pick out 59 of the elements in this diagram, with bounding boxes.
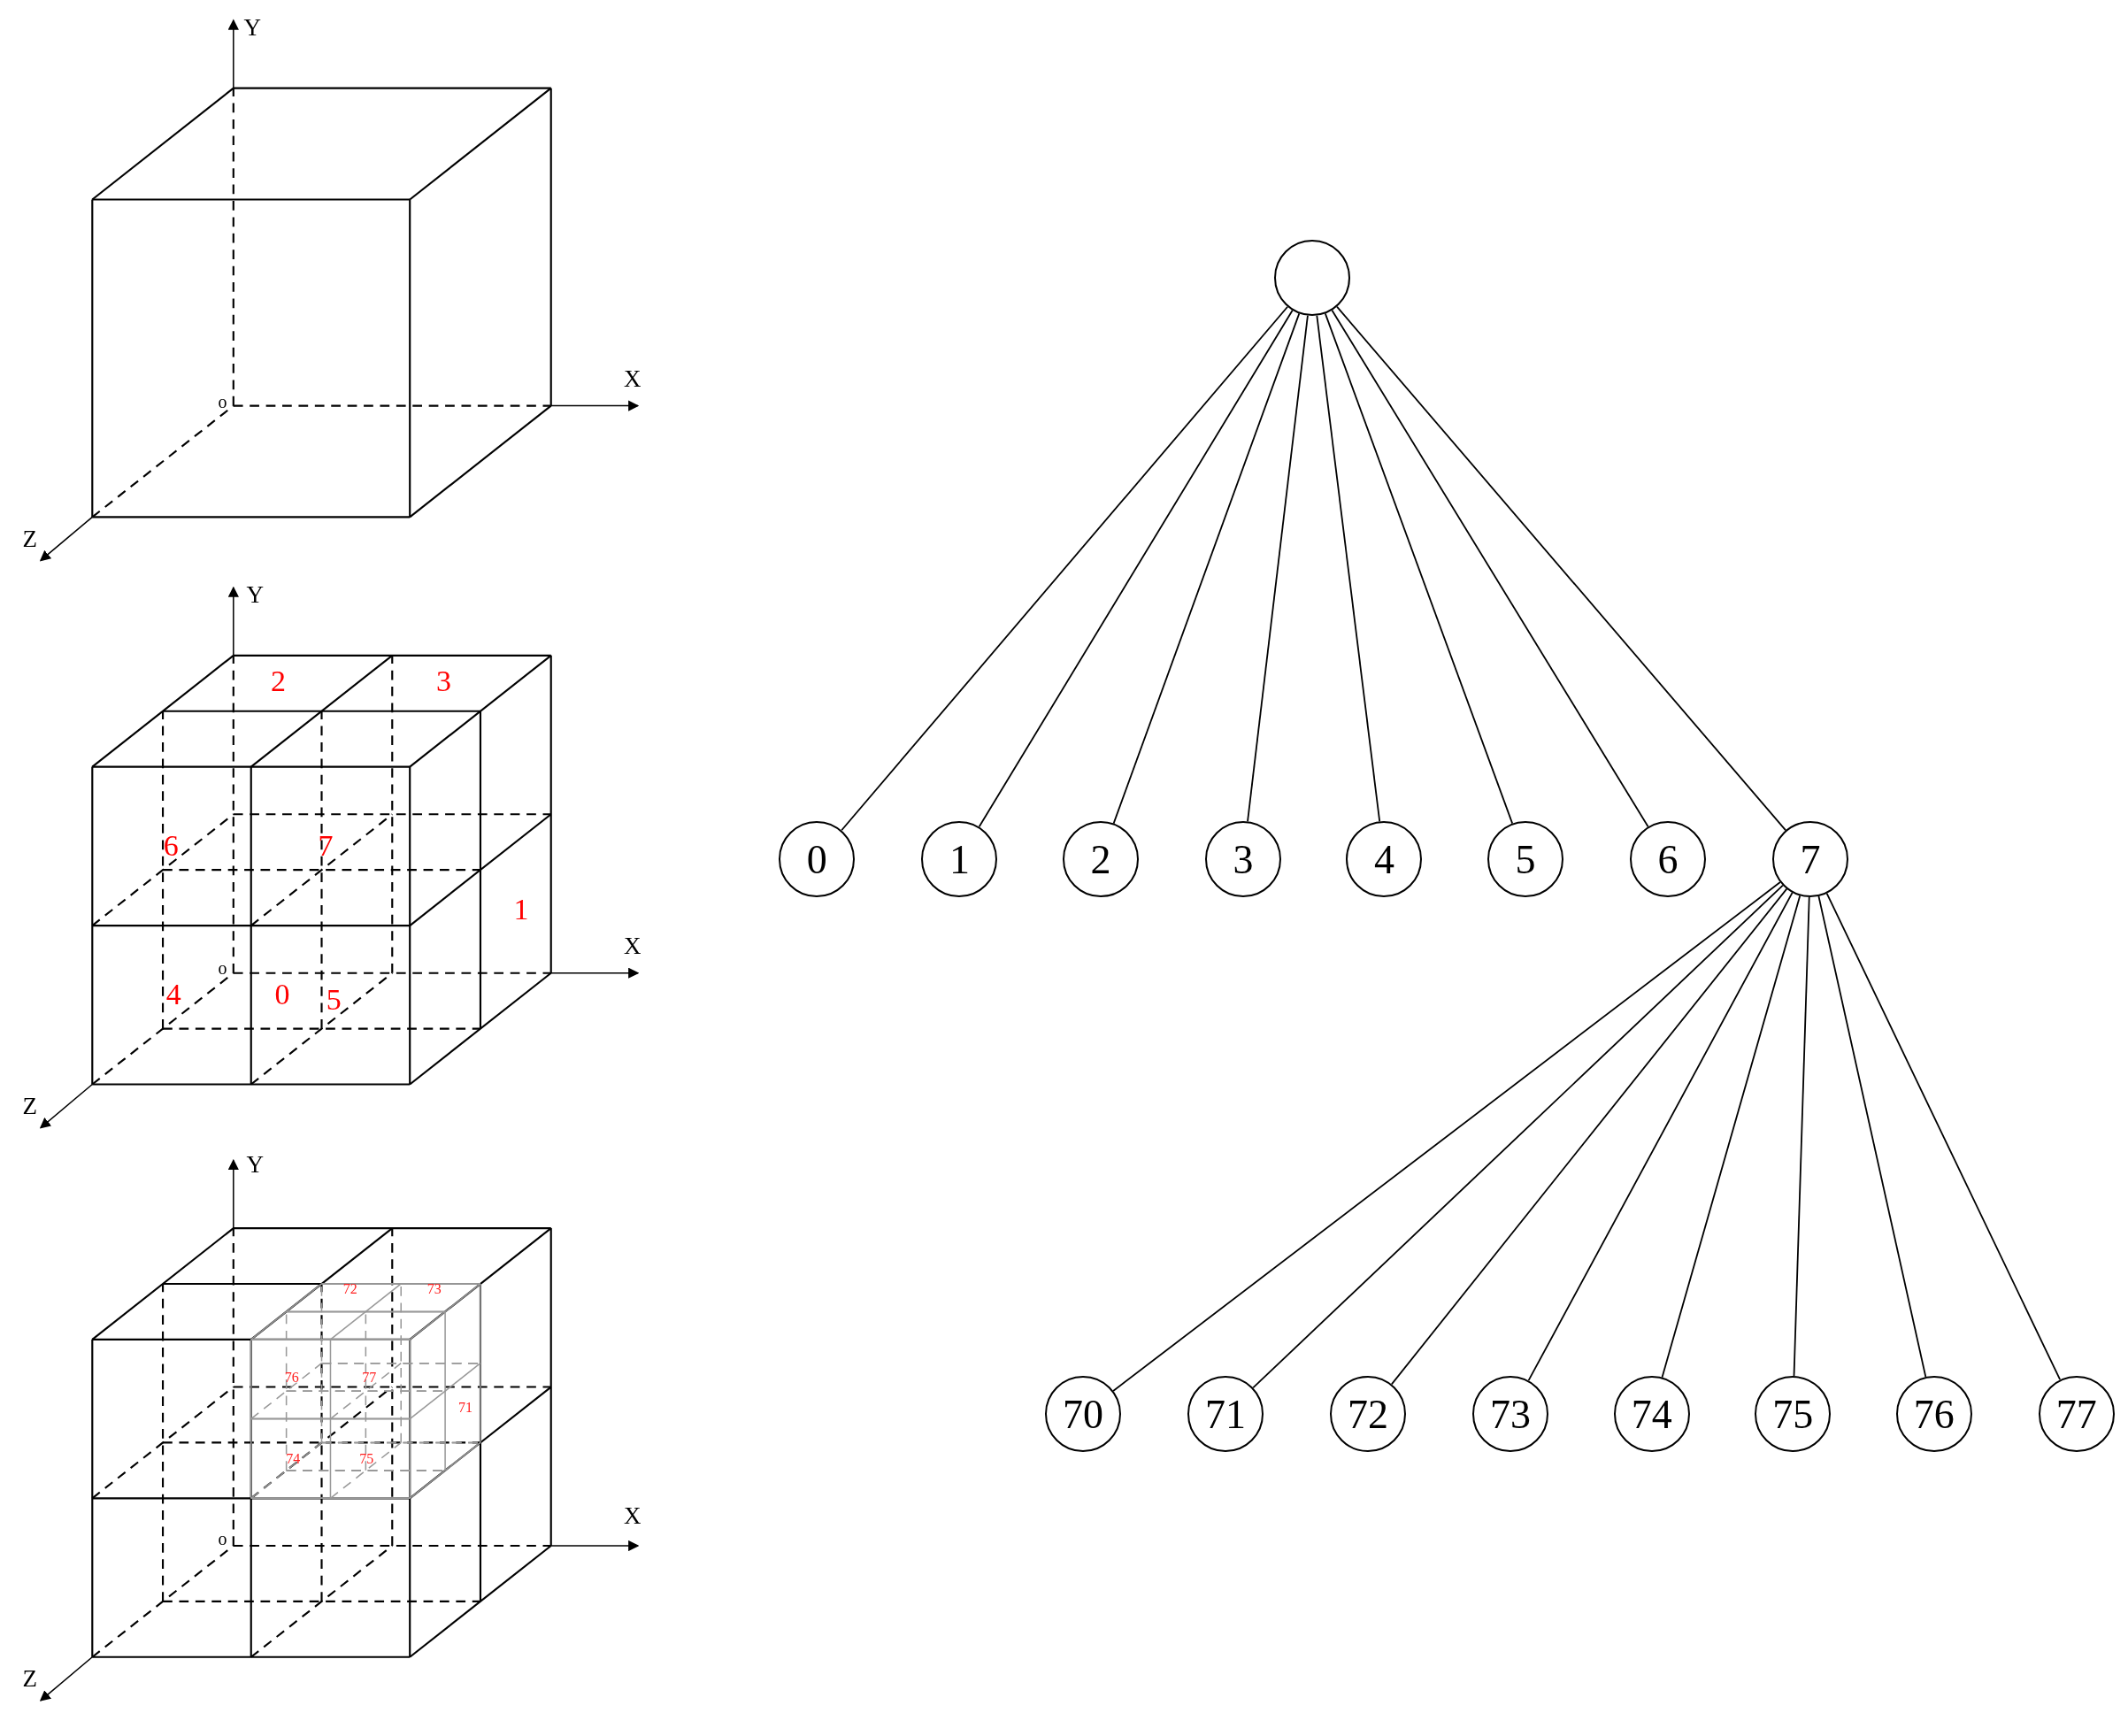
axis-label: Z [22, 526, 37, 551]
octant-number: 7 [318, 830, 334, 861]
tree-edge [1817, 895, 1927, 1378]
axis-label: X [624, 1503, 641, 1528]
octant-number: 77 [362, 1370, 377, 1385]
octant-number: 6 [163, 830, 179, 861]
tree-edge [841, 305, 1288, 832]
octant-number: 75 [359, 1451, 374, 1466]
origin-label: o [218, 1530, 227, 1548]
octant-number: 2 [270, 665, 286, 696]
tree-node: 3 [1204, 821, 1281, 897]
octant-number: 3 [436, 665, 452, 696]
tree-edge [1391, 887, 1788, 1386]
tree-edge [1252, 884, 1784, 1389]
tree-edge [1336, 305, 1786, 832]
tree-node: 5 [1487, 821, 1563, 897]
axis-label: X [624, 366, 641, 391]
octant-number: 72 [342, 1282, 357, 1297]
tree-node: 70 [1044, 1376, 1121, 1452]
octant-number: 5 [326, 985, 342, 1016]
tree-edge [1316, 314, 1381, 823]
octant-number: 76 [284, 1370, 299, 1385]
tree-edge [1793, 896, 1810, 1377]
octant-number: 73 [426, 1282, 442, 1297]
tree-node: 0 [779, 821, 856, 897]
origin-label: o [218, 958, 227, 977]
tree-node: 2 [1062, 821, 1139, 897]
axis-label: X [624, 933, 641, 958]
tree-edge [1247, 314, 1309, 823]
tree-edge [1527, 891, 1794, 1382]
tree-node: 72 [1330, 1376, 1407, 1452]
tree-edge [1661, 895, 1802, 1379]
tree-node: 6 [1630, 821, 1707, 897]
octant-number: 0 [274, 979, 290, 1010]
origin-label: o [218, 393, 227, 411]
axis-label: Y [243, 15, 262, 40]
tree-node: 4 [1346, 821, 1423, 897]
tree-node: 7 [1772, 821, 1849, 897]
tree-node: 75 [1755, 1376, 1832, 1452]
tree-node: 71 [1187, 1376, 1264, 1452]
tree-node: 74 [1613, 1376, 1690, 1452]
tree-edge [978, 309, 1294, 828]
axis-label: Z [22, 1666, 37, 1691]
tree-edge [1324, 312, 1514, 825]
tree-node: 73 [1472, 1376, 1549, 1452]
tree-edge [1112, 312, 1301, 825]
octant-number: 74 [286, 1451, 301, 1466]
tree-edge [1825, 892, 2062, 1381]
axis-label: Y [246, 582, 265, 607]
tree-edge [1112, 881, 1781, 1392]
octant-number: 4 [165, 979, 181, 1010]
tree-node: 76 [1895, 1376, 1972, 1452]
tree-edge [1331, 309, 1649, 828]
tree-node: 77 [2038, 1376, 2115, 1452]
axis-label: Y [246, 1152, 265, 1177]
octant-number: 71 [458, 1400, 473, 1415]
octant-number: 1 [513, 894, 529, 925]
axis-label: Z [22, 1094, 37, 1118]
tree-node: 1 [921, 821, 998, 897]
